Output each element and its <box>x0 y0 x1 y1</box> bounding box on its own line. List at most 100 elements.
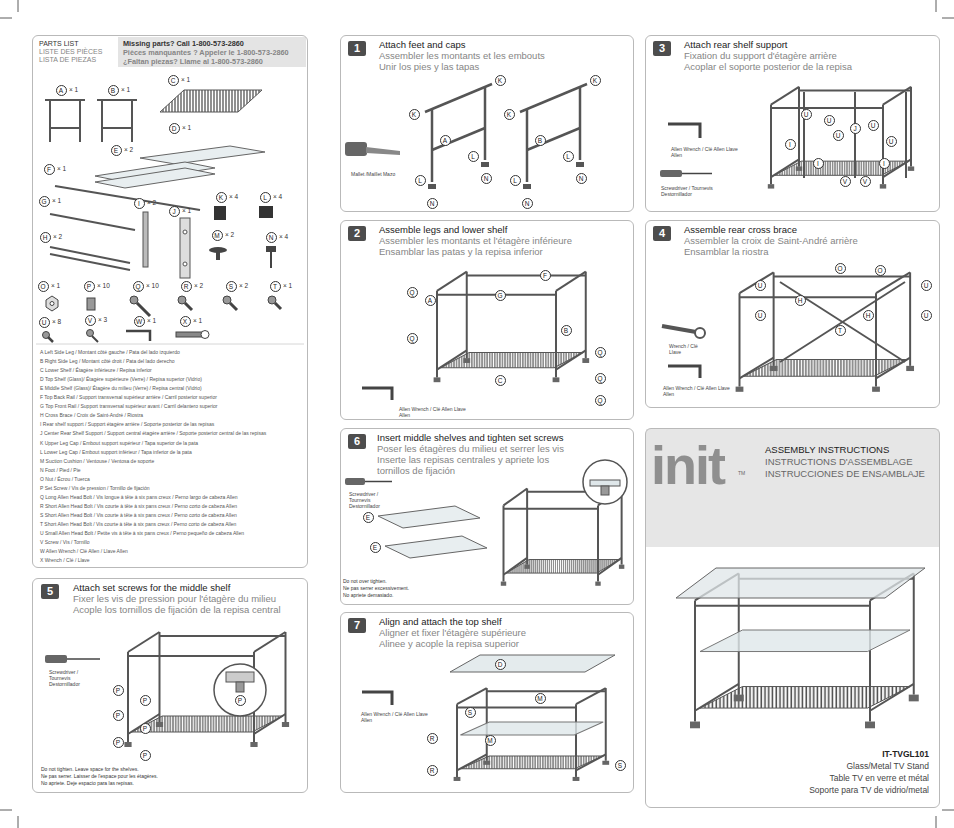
divider <box>36 344 304 345</box>
part-drawing <box>126 331 150 341</box>
step-title-translation: Inserte las repisas centrales y apriete … <box>377 455 577 477</box>
part-drawing <box>143 212 148 267</box>
screwdriver-icon <box>682 173 712 175</box>
cover-title: INSTRUCTIONS D'ASSEMBLAGE <box>765 457 913 468</box>
part-letter: M <box>212 230 223 241</box>
callout-letter: U <box>833 130 844 141</box>
part-key-line: T Short Allen Head Bolt / Vis courte à t… <box>40 521 236 527</box>
callout-letter: V <box>860 176 871 187</box>
callout-letter: N <box>576 173 587 184</box>
rear-shelf-support <box>803 92 805 178</box>
part-drawing <box>137 303 150 316</box>
step-panel: 3Attach rear shelf supportFixation du su… <box>645 35 940 212</box>
cover-band <box>646 429 939 547</box>
part-letter: H <box>40 232 51 243</box>
mallet-icon <box>345 142 367 156</box>
part-key-line: M Suction Cushion / Ventouse / Ventosa d… <box>40 458 154 464</box>
magnifier <box>590 480 620 486</box>
part-drawing <box>160 90 262 112</box>
callout-letter: P <box>140 695 151 706</box>
callout-letter: K <box>590 75 601 86</box>
part-drawing <box>183 230 187 234</box>
screwdriver-icon <box>67 658 100 660</box>
part-letter: D <box>169 123 180 134</box>
part-quantity: × 1 <box>51 282 60 290</box>
part-letter: X <box>180 316 191 327</box>
missing-parts-band <box>118 37 306 67</box>
callout-letter: U <box>801 109 812 120</box>
part-drawing <box>48 337 53 342</box>
part-drawing <box>50 214 135 230</box>
part-drawing <box>266 246 276 252</box>
step-title-translation: Assembler les montants et l'étagère infé… <box>379 236 572 247</box>
screwdriver-icon <box>45 655 100 663</box>
part-key-line: B Right Side Leg / Montant côté droit / … <box>40 358 175 364</box>
step-title-translation: Assembler les montants et les embouts <box>379 51 545 62</box>
part-quantity: × 4 <box>273 193 282 201</box>
caution-note: Ne pas serrer. Laisser de l'espace pour … <box>41 774 158 780</box>
step-title: Assemble rear cross brace <box>684 225 797 236</box>
part-quantity: × 1 <box>182 124 191 132</box>
part-letter: J <box>169 206 180 217</box>
step-title: Attach set screws for the middle shelf <box>73 583 230 594</box>
part-drawing <box>178 296 186 304</box>
glass-shelf <box>676 568 925 598</box>
part-drawing <box>230 303 237 310</box>
part-drawing <box>259 206 273 218</box>
foot <box>481 162 489 167</box>
foot <box>428 162 584 189</box>
callout-letter: E <box>370 542 381 553</box>
callout-letter: N <box>427 198 438 209</box>
side-leg <box>425 84 492 112</box>
step-panel: 5Attach set screws for the middle shelfF… <box>32 578 308 793</box>
part-quantity: × 1 <box>121 86 130 94</box>
part-key-line: H Cross Brace / Croix de Saint-André / R… <box>40 412 143 418</box>
tool-label: Screwdriver / Tournevis Destornillador <box>661 185 716 197</box>
brand-logo: init <box>651 438 724 492</box>
part-letter: L <box>260 192 271 203</box>
part-key-line: F Top Back Rail / Support transversal su… <box>40 394 217 400</box>
callout-letter: Q <box>407 333 418 344</box>
glass-shelf <box>460 722 603 735</box>
part-drawing <box>270 252 272 268</box>
part-quantity: × 1 <box>147 317 156 325</box>
part-letter: A <box>56 85 67 96</box>
callout-letter: C <box>495 375 506 386</box>
screwdriver-icon <box>45 655 67 663</box>
part-key-line: L Lower Leg Cap / Embout support inférie… <box>40 449 192 455</box>
step-panel: 2Assemble legs and lower shelfAssembler … <box>340 220 634 420</box>
part-key-line: C Lower Shelf / Étagère inférieure / Rep… <box>40 367 152 373</box>
step-title-translation: Acople los tornillos de fijación de la r… <box>73 605 281 616</box>
part-drawing <box>140 146 265 164</box>
screwdriver-icon <box>365 481 392 483</box>
callout-letter: I <box>785 139 796 150</box>
part-drawing <box>43 90 282 342</box>
side-leg <box>431 110 434 182</box>
phone-line: Missing parts? Call 1-800-573-2860 <box>123 40 244 48</box>
part-quantity: × 1 <box>52 197 61 205</box>
part-letter: P <box>84 281 95 292</box>
part-key-line: Q Long Allen Head Bolt / Vis longue à tê… <box>40 494 238 500</box>
callout-letter: U <box>868 120 879 131</box>
part-quantity: × 1 <box>193 317 202 325</box>
magnifier <box>583 460 627 504</box>
part-quantity: × 1 <box>57 165 66 173</box>
foot <box>428 184 436 189</box>
step-title-translation: Assembler la croix de Saint-André arrièr… <box>684 236 858 247</box>
part-quantity: × 2 <box>147 199 156 207</box>
part-letter: V <box>85 315 96 326</box>
glass-shelf <box>378 506 487 558</box>
step-number: 3 <box>653 41 671 56</box>
part-quantity: × 10 <box>97 282 110 290</box>
part-letter: K <box>216 192 227 203</box>
part-key-line: U Small Allen Head Bolt / Petite vis à t… <box>40 530 244 536</box>
part-drawing <box>268 296 276 304</box>
callout-letter: U <box>921 310 932 321</box>
step-title-translation: Alinee y acople la repisa superior <box>379 639 519 650</box>
part-key-line: W Allen Wrench / Clé Allen / Llave Allen <box>40 548 128 554</box>
magnifier <box>214 664 266 716</box>
magnifier <box>583 460 627 504</box>
part-key-line: R Short Allen Head Bolt / Vis courte à t… <box>40 503 237 509</box>
